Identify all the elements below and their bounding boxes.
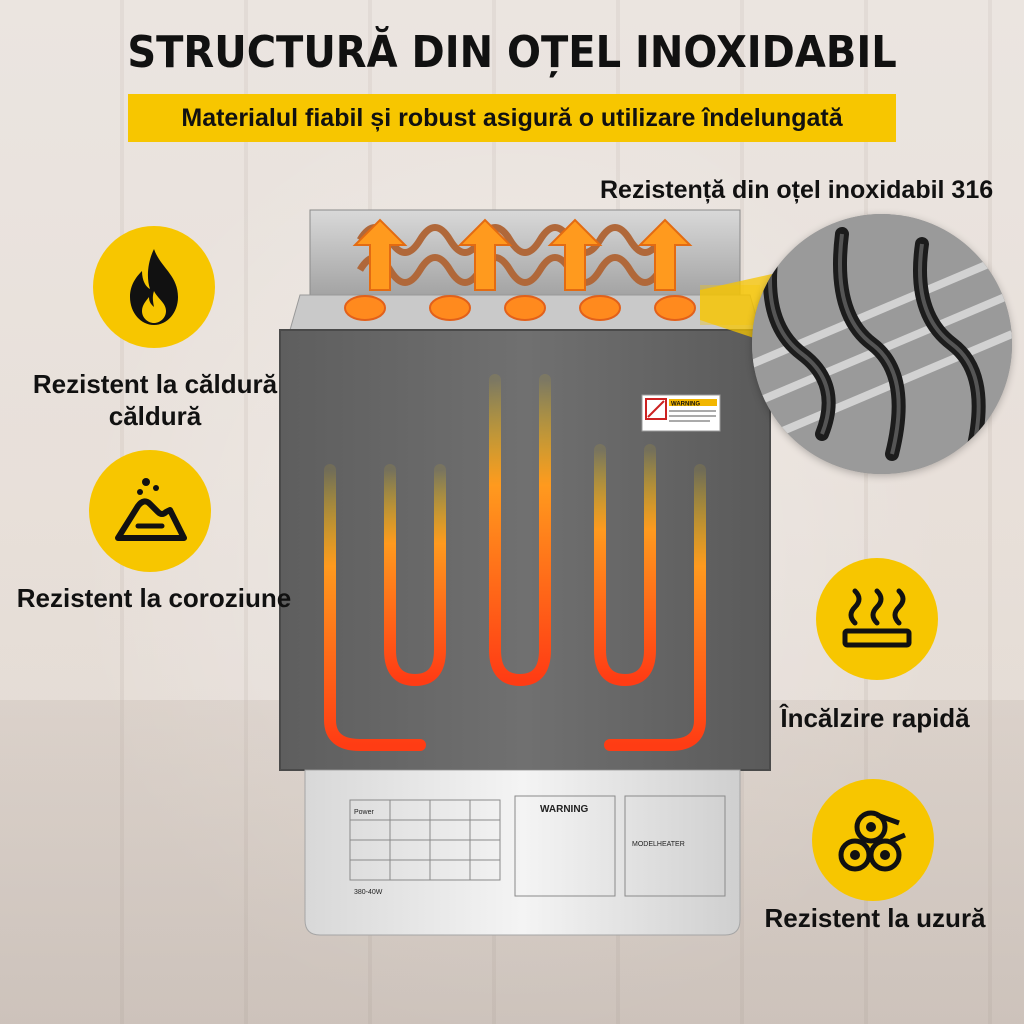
sauna-heater-image: WARNING WARNING MODELHEATER Power 380-40… [279, 209, 771, 936]
panel-power-text: Power [354, 809, 375, 816]
flame-icon [130, 249, 178, 325]
panel-voltage-text: 380-40W [354, 889, 383, 896]
steel-316-label: Rezistență din oțel inoxidabil 316 [600, 176, 994, 204]
panel-warning-text: WARNING [540, 804, 589, 815]
wear-resistant-label: Rezistent la uzură [764, 903, 986, 933]
coil-zoom-circle [752, 214, 1012, 474]
fast-heating-badge [816, 558, 938, 680]
corrosion-resistant-label: Rezistent la coroziune [16, 583, 292, 613]
page-title: STRUCTURĂ DIN OȚEL INOXIDABIL [127, 28, 897, 78]
subtitle-banner: Materialul fiabil și robust asigură o ut… [128, 94, 896, 142]
subtitle-text: Materialul fiabil și robust asigură o ut… [181, 103, 843, 132]
heat-resistant-line1: Rezistent la căldură [32, 369, 278, 399]
panel-model-text: MODELHEATER [632, 841, 685, 848]
heat-waves-icon [842, 588, 912, 648]
heat-resistant-label: Rezistent la căldură căldură [20, 368, 290, 432]
logs-icon [838, 810, 906, 872]
heat-resistant-line2: căldură [108, 401, 202, 431]
corrosion-icon [115, 478, 187, 541]
corrosion-resistant-badge [89, 450, 211, 572]
warning-sticker: WARNING [641, 394, 721, 432]
fast-heating-label: Încălzire rapidă [780, 703, 970, 733]
warning-sticker-text: WARNING [671, 402, 700, 408]
wear-resistant-badge [812, 779, 934, 901]
heat-resistant-badge [93, 226, 215, 348]
heating-coil-closeup [752, 214, 1012, 474]
